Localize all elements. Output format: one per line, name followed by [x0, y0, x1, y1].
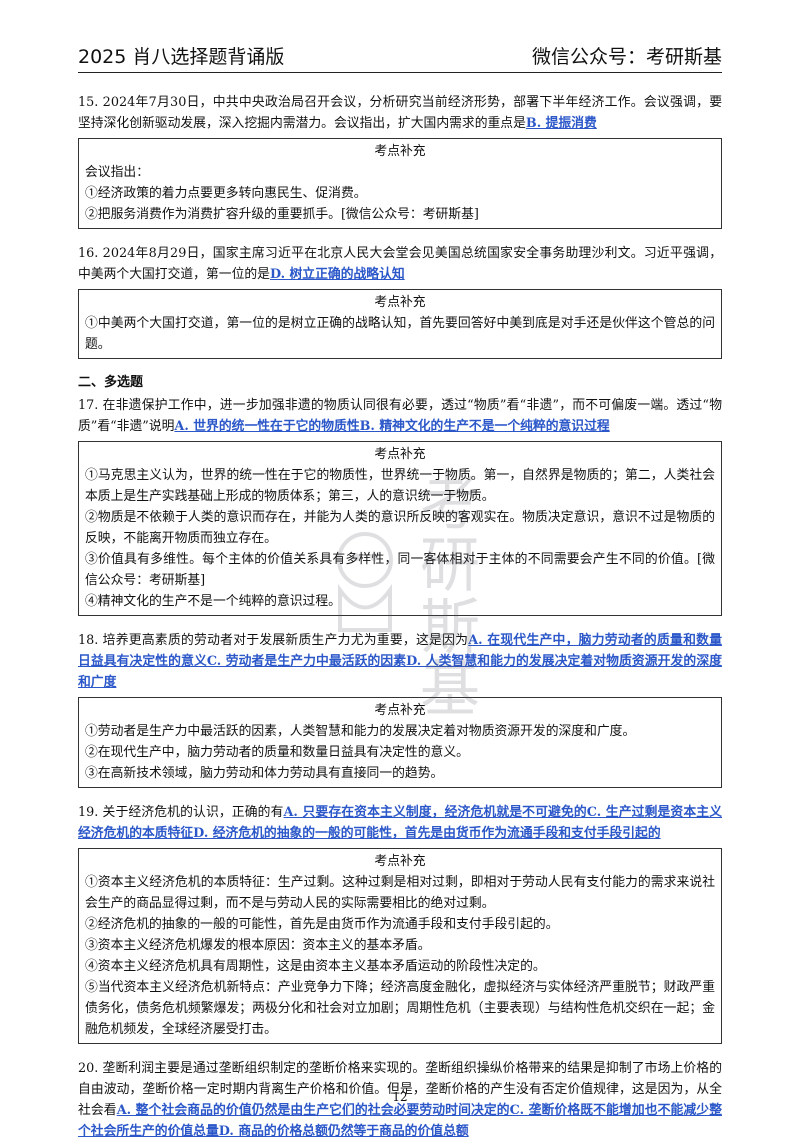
- header-title: 2025 肖八选择题背诵版: [78, 46, 285, 68]
- box-line: ⑤当代资本主义经济危机新特点：产业竞争力下降；经济高度金融化，虚拟经济与实体经济…: [85, 980, 715, 1037]
- box-line: ①劳动者是生产力中最活跃的因素，人类智慧和能力的发展决定着对物质资源开发的深度和…: [85, 724, 636, 739]
- section-heading-multi: 二、多选题: [78, 375, 144, 390]
- question-18: 18. 培养更高素质的劳动者对于发展新质生产力尤为重要，这是因为A. 在现代生产…: [78, 633, 722, 690]
- box-line: ②物质是不依赖于人类的意识而存在，并能为人类的意识所反映的客观实在。物质决定意识…: [85, 510, 715, 546]
- answer-16: D. 树立正确的战略认知: [269, 267, 405, 282]
- box-line: ②在现代生产中，脑力劳动者的质量和数量日益具有决定性的意义。: [85, 745, 469, 760]
- box-title: 考点补充: [374, 144, 426, 159]
- answer-19: A. 只要存在资本主义制度，经济危机就是不可避免的C. 生产过剩是资本主义经济危…: [78, 805, 722, 841]
- box-line: ①马克思主义认为，世界的统一性在于它的物质性，世界统一于物质。第一，自然界是物质…: [85, 468, 715, 504]
- box-line: ①资本主义经济危机的本质特征：生产过剩。这种过剩是相对过剩，即相对于劳动人民有支…: [85, 875, 715, 911]
- note-box-17: 考点补充 ①马克思主义认为，世界的统一性在于它的物质性，世界统一于物质。第一，自…: [78, 441, 722, 616]
- box-title: 考点补充: [374, 295, 426, 310]
- box-line: ③在高新技术领域，脑力劳动和体力劳动具有直接同一的趋势。: [85, 766, 444, 781]
- question-17: 17. 在非遗保护工作中，进一步加强非遗的物质认同很有必要，透过“物质”看“非遗…: [78, 398, 722, 434]
- note-box-19: 考点补充 ①资本主义经济危机的本质特征：生产过剩。这种过剩是相对过剩，即相对于劳…: [78, 848, 722, 1044]
- box-line: ②把服务消费作为消费扩容升级的重要抓手。[微信公众号：考研斯基]: [85, 207, 479, 222]
- page-content: 15. 2024年7月30日，中共中央政治局召开会议，分析研究当前经济形势，部署…: [78, 92, 722, 1146]
- page-number: 12: [392, 1090, 408, 1104]
- box-line: ③资本主义经济危机爆发的根本原因：资本主义的基本矛盾。: [85, 938, 431, 953]
- box-line: ①中美两个大国打交道，第一位的是树立正确的战略认知，首先要回答好中美到底是对手还…: [85, 316, 715, 352]
- note-box-15: 考点补充 会议指出： ①经济政策的着力点要更多转向惠民生、促消费。 ②把服务消费…: [78, 138, 722, 229]
- box-line: ②经济危机的抽象的一般的可能性，首先是由货币作为流通手段和支付手段引起的。: [85, 917, 559, 932]
- box-title: 考点补充: [374, 703, 426, 718]
- note-box-18: 考点补充 ①劳动者是生产力中最活跃的因素，人类智慧和能力的发展决定着对物质资源开…: [78, 697, 722, 788]
- answer-20: A. 整个社会商品的价值仍然是由生产它们的社会必要劳动时间决定的C. 垄断价格既…: [78, 1103, 723, 1139]
- note-box-16: 考点补充 ①中美两个大国打交道，第一位的是树立正确的战略认知，首先要回答好中美到…: [78, 289, 722, 359]
- box-line: ①经济政策的着力点要更多转向惠民生、促消费。: [85, 186, 367, 201]
- box-line: ③价值具有多维性。每个主体的价值关系具有多样性，同一客体相对于主体的不同需要会产…: [85, 552, 715, 588]
- question-16: 16. 2024年8月29日，国家主席习近平在北京人民大会堂会见美国总统国家安全…: [78, 246, 722, 282]
- answer-17: A. 世界的统一性在于它的物质性B. 精神文化的生产不是一个纯粹的意识过程: [174, 419, 610, 434]
- answer-15: B. 提振消费: [525, 116, 597, 131]
- box-line: ④资本主义经济危机具有周期性，这是由资本主义基本矛盾运动的阶段性决定的。: [85, 959, 546, 974]
- question-19: 19. 关于经济危机的认识，正确的有A. 只要存在资本主义制度，经济危机就是不可…: [78, 805, 722, 841]
- page-header: 2025 肖八选择题背诵版 微信公众号：考研斯基: [78, 46, 722, 73]
- box-line: 会议指出：: [85, 165, 149, 180]
- header-wechat: 微信公众号：考研斯基: [531, 46, 722, 68]
- box-title: 考点补充: [374, 854, 426, 869]
- box-line: ④精神文化的生产不是一个纯粹的意识过程。: [85, 594, 341, 609]
- question-15: 15. 2024年7月30日，中共中央政治局召开会议，分析研究当前经济形势，部署…: [78, 95, 722, 131]
- box-title: 考点补充: [374, 447, 426, 462]
- answer-18: A. 在现代生产中，脑力劳动者的质量和数量日益具有决定性的意义C. 劳动者是生产…: [78, 633, 722, 690]
